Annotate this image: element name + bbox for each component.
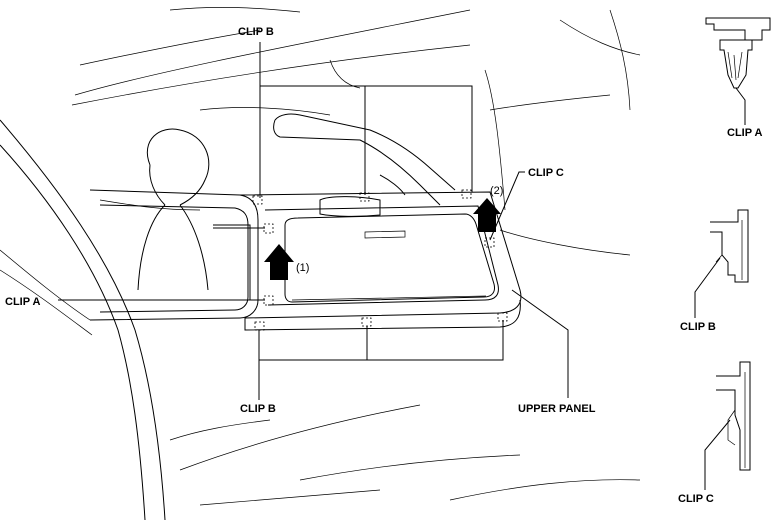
upper-panel xyxy=(239,191,522,331)
up-arrow-step-1 xyxy=(264,244,294,280)
clip-b-detail: CLIP B xyxy=(680,209,749,333)
clip-c-right-label: CLIP C xyxy=(528,167,564,179)
shift-lever xyxy=(99,128,210,291)
dashboard-outline xyxy=(71,7,641,506)
clip-c-detail-label: CLIP C xyxy=(678,493,714,505)
removal-arrows xyxy=(264,198,501,280)
step-2-label: (2) xyxy=(490,185,503,197)
clip-b-marker-bottom-left xyxy=(254,321,265,331)
clip-b-top-label: CLIP B xyxy=(238,26,274,38)
clip-a-detail-label: CLIP A xyxy=(727,127,763,139)
clip-b-bottom-label: CLIP B xyxy=(240,403,276,415)
upper-panel-label: UPPER PANEL xyxy=(518,403,596,415)
leader-lines xyxy=(58,42,569,400)
clip-a-marker-upper xyxy=(263,223,274,234)
clip-b-marker-bottom-right xyxy=(497,312,508,322)
clip-a-left-label: CLIP A xyxy=(5,296,41,308)
clip-b-marker-top-left xyxy=(252,195,263,205)
parking-brake-lever xyxy=(273,113,456,217)
clip-b-marker-top-right xyxy=(461,189,472,199)
clip-c-detail: CLIP C xyxy=(678,361,751,505)
steering-wheel xyxy=(0,119,166,521)
step-1-label: (1) xyxy=(296,262,309,274)
clip-a-detail: CLIP A xyxy=(705,17,771,139)
clip-a-marker-lower xyxy=(263,295,274,306)
clip-c-marker xyxy=(484,237,495,248)
clip-b-detail-label: CLIP B xyxy=(680,321,716,333)
callouts: CLIP B CLIP A CLIP B CLIP C UPPER PANEL … xyxy=(5,26,596,415)
clip-b-marker-bottom-center xyxy=(361,317,372,327)
up-arrow-step-2 xyxy=(473,198,501,232)
